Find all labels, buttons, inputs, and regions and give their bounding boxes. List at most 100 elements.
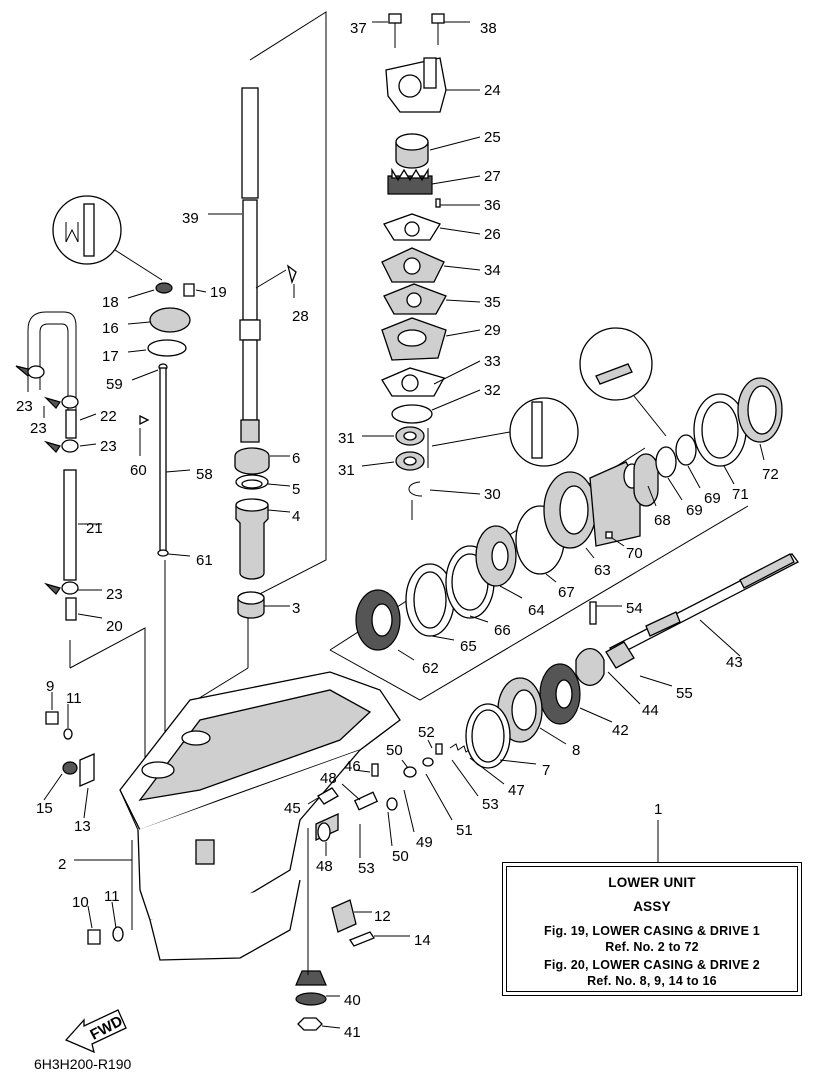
part-label-60: 60 [130, 462, 147, 479]
part-label-33: 33 [484, 353, 501, 370]
leader-line-58 [165, 469, 191, 473]
part-label-3: 3 [292, 600, 300, 617]
part-label-71: 71 [732, 486, 749, 503]
fwd-arrow: FWD [64, 1009, 127, 1054]
leader-line-50 [401, 759, 409, 769]
part-label-21: 21 [86, 520, 103, 537]
part-label-62: 62 [422, 660, 439, 677]
leader-line-65 [431, 635, 455, 641]
leader-line-26 [439, 227, 481, 235]
part-label-7: 7 [542, 762, 550, 779]
part-label-48: 48 [316, 858, 333, 875]
title-line-1: LOWER UNIT [608, 875, 696, 890]
leader-line-7 [499, 759, 537, 765]
part-label-12: 12 [374, 908, 391, 925]
part-label-29: 29 [484, 322, 501, 339]
leader-line-45 [307, 797, 319, 805]
part-label-59: 59 [106, 376, 123, 393]
lower-casing [119, 671, 401, 961]
part-label-15: 15 [36, 800, 53, 817]
part-label-39: 39 [182, 210, 199, 227]
clutch-parts [315, 743, 473, 842]
leader-line-69 [687, 465, 701, 489]
leader-line-66 [469, 615, 489, 623]
leader-line-32 [431, 389, 481, 411]
leader-line-42 [579, 707, 613, 723]
part-label-23: 23 [30, 420, 47, 437]
part-label-52: 52 [418, 724, 435, 741]
leader-line-64 [499, 585, 523, 599]
part-label-58: 58 [196, 466, 213, 483]
part-label-42: 42 [612, 722, 629, 739]
leader-line-46 [353, 769, 371, 773]
part-label-24: 24 [484, 82, 501, 99]
part-label-14: 14 [414, 932, 431, 949]
leader-line-70 [611, 537, 625, 547]
part-label-30: 30 [484, 486, 501, 503]
part-label-2: 2 [58, 856, 66, 873]
part-label-53: 53 [482, 796, 499, 813]
leader-line-59 [131, 369, 159, 381]
part-label-5: 5 [292, 481, 300, 498]
leader-line-63 [585, 547, 595, 559]
part-label-40: 40 [344, 992, 361, 1009]
part-label-28: 28 [292, 308, 309, 325]
leader-line-43 [699, 619, 741, 657]
title-line-6: Ref. No. 8, 9, 14 to 16 [587, 974, 717, 988]
part-label-4: 4 [292, 508, 300, 525]
part-label-19: 19 [210, 284, 227, 301]
part-label-26: 26 [484, 226, 501, 243]
title-line-4: Ref. No. 2 to 72 [605, 940, 699, 954]
leader-line-71 [723, 465, 735, 485]
part-label-49: 49 [416, 834, 433, 851]
leader-line-30 [429, 489, 481, 495]
part-label-23: 23 [100, 438, 117, 455]
leader-line-53 [451, 759, 479, 797]
leader-line-15 [43, 773, 63, 801]
leader-line-10 [87, 905, 93, 929]
leader-line-22 [79, 413, 97, 421]
part-label-22: 22 [100, 408, 117, 425]
leader-line-51 [425, 773, 453, 821]
leader-line-49 [403, 789, 415, 833]
part-label-13: 13 [74, 818, 91, 835]
part-label-70: 70 [626, 545, 643, 562]
leader-line-29 [445, 329, 481, 337]
drive-shaft [239, 87, 297, 443]
leader-line-50 [387, 811, 393, 847]
part-label-31: 31 [338, 430, 355, 447]
leader-line-41 [321, 1025, 341, 1029]
part-label-50: 50 [392, 848, 409, 865]
leader-line-68 [647, 485, 657, 507]
leader-lines [27, 21, 765, 1029]
leader-line-55 [639, 675, 673, 687]
title-line-2: ASSY [633, 899, 671, 914]
part-label-11: 11 [104, 888, 120, 905]
part-label-41: 41 [344, 1024, 361, 1041]
leader-line-25 [429, 136, 481, 151]
leader-line-17 [127, 349, 147, 353]
part-label-68: 68 [654, 512, 671, 529]
part-label-54: 54 [626, 600, 643, 617]
part-label-32: 32 [484, 382, 501, 399]
part-label-72: 72 [762, 466, 779, 483]
part-label-27: 27 [484, 168, 501, 185]
diagram-code: 6H3H200-R190 [34, 1056, 132, 1072]
part-label-44: 44 [642, 702, 659, 719]
part-label-46: 46 [344, 758, 361, 775]
part-label-63: 63 [594, 562, 611, 579]
leader-line-69 [667, 477, 683, 501]
part-label-47: 47 [508, 782, 525, 799]
title-reference-box: LOWER UNIT ASSY Fig. 19, LOWER CASING & … [502, 862, 802, 996]
water-pump-parts [381, 13, 447, 520]
part-label-50: 50 [386, 742, 403, 759]
leader-line-27 [431, 175, 481, 185]
part-label-6: 6 [292, 450, 300, 467]
title-line-3: Fig. 19, LOWER CASING & DRIVE 1 [544, 924, 760, 938]
leader-line-18 [127, 289, 155, 299]
leader-line-4 [267, 509, 291, 513]
part-label-53: 53 [358, 860, 375, 877]
part-label-55: 55 [676, 685, 693, 702]
